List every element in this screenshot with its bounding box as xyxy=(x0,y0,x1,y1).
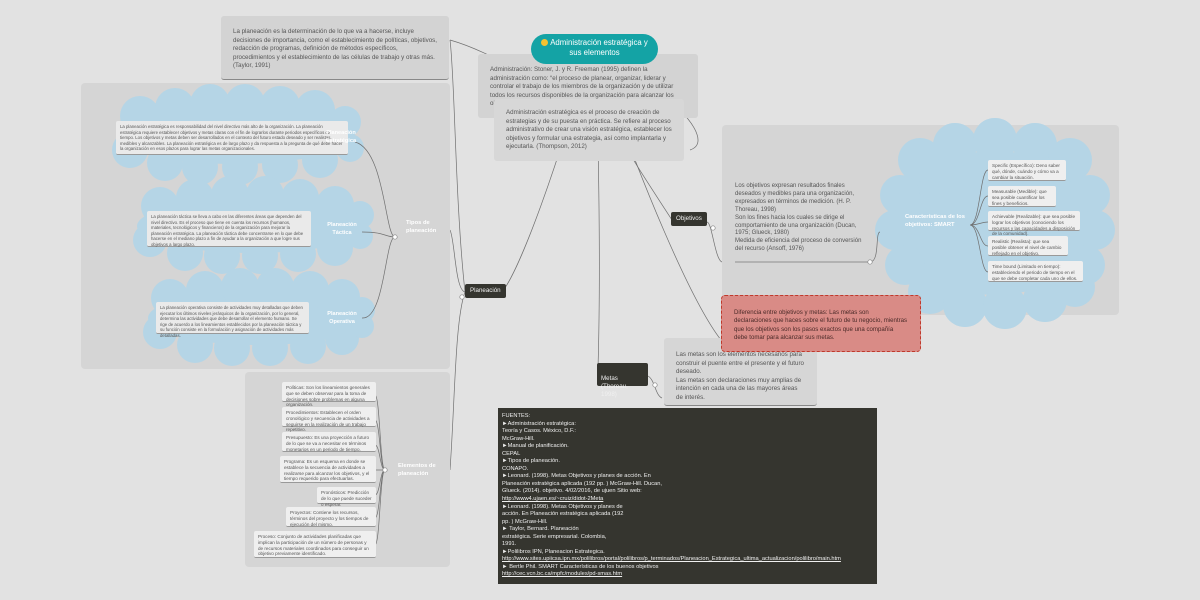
metas-node[interactable]: Metas (Thoreau, 1998) xyxy=(597,363,648,398)
central-topic[interactable]: Administración estratégica y sus element… xyxy=(531,34,658,64)
objetivos-label: Objetivos xyxy=(676,215,702,222)
elemento-programa-text: Programa: Es un esquema en donde se esta… xyxy=(284,459,370,482)
administracion-estrategica-text: Administración estratégica es el proceso… xyxy=(506,109,672,151)
planeacion-node[interactable]: Planeación xyxy=(465,284,506,298)
metas-description-text: Las metas son los elementos necesarios p… xyxy=(676,351,804,401)
metas-label: Metas (Thoreau, 1998) xyxy=(601,375,628,398)
planeacion-label: Planeación xyxy=(470,287,501,294)
elemento-politicas-text: Políticas: Son los lineamientos generale… xyxy=(286,385,370,408)
elemento-proceso-text: Proceso: Conjunto de actividades planifi… xyxy=(258,534,369,557)
administracion-estrategica-note[interactable]: Administración estratégica es el proceso… xyxy=(494,99,684,161)
elemento-procedimientos[interactable]: Procedimientos: Establecen el orden cron… xyxy=(282,407,376,432)
fuentes-text-2: ►Leonard. (1998). Metas Objetivos y plan… xyxy=(502,503,624,555)
diferencia-objetivos-metas-box[interactable]: Diferencia entre objetivos y metas: Las … xyxy=(721,295,921,352)
smart-measurable[interactable]: Measurable (Medible): que sea posible cu… xyxy=(988,186,1056,207)
fuentes-text: FUENTES: ►Administración estratégica: Te… xyxy=(502,413,662,495)
smart-specific[interactable]: Specific (Específico): Deno saber qué, d… xyxy=(988,160,1066,181)
objetivos-node[interactable]: Objetivos xyxy=(671,212,707,226)
lightbulb-icon xyxy=(541,39,549,46)
tactica-description[interactable]: La planeación táctica se lleva a cabo en… xyxy=(147,211,311,247)
central-topic-title: Administración estratégica y sus element… xyxy=(550,38,648,57)
planeacion-definition-note[interactable]: La planeación es la determinación de lo … xyxy=(221,16,449,80)
diferencia-text: Diferencia entre objetivos y metas: Las … xyxy=(734,309,908,342)
elemento-proyectos-text: Proyectos: Contiene los recursos, términ… xyxy=(290,510,369,527)
fuentes-link-polilibros[interactable]: http://www.sites.upiicsa.ipn.mx/polilibr… xyxy=(502,556,841,563)
fuentes-link-cec[interactable]: http://cec.vcn.bc.ca/mpfc/modules/pd-sma… xyxy=(502,571,623,578)
estrategica-label[interactable]: Planeación Estratégica xyxy=(325,130,357,144)
smart-achievable[interactable]: Achievable (Realizable): que sea posible… xyxy=(988,211,1080,236)
fuentes-text-3: ► Bertle Phil. SMART Características de … xyxy=(502,563,659,570)
estrategica-description[interactable]: La planeación estratégica es responsabil… xyxy=(116,121,348,155)
smart-realistic[interactable]: Realistic (Realista): que sea posible ob… xyxy=(988,236,1068,256)
tipos-planeacion-label[interactable]: Tipos de planeación xyxy=(406,220,437,234)
operativa-label[interactable]: Planeación Operativa xyxy=(327,311,357,325)
elemento-proyectos[interactable]: Proyectos: Contiene los recursos, términ… xyxy=(286,507,376,527)
elemento-programa[interactable]: Programa: Es un esquema en donde se esta… xyxy=(280,456,376,483)
smart-realistic-text: Realistic (Realista): que sea posible ob… xyxy=(992,239,1062,256)
elemento-pronosticos-text: Pronósticos: Predicción de lo que puede … xyxy=(321,490,372,507)
smart-label[interactable]: Características de los objetivos: SMART xyxy=(905,214,965,228)
elemento-procedimientos-text: Procedimientos: Establecen el orden cron… xyxy=(286,410,370,433)
fuentes-box[interactable]: FUENTES: ►Administración estratégica: Te… xyxy=(498,408,877,584)
operativa-text: La planeación operativa consiste de acti… xyxy=(160,305,303,338)
smart-time-bound[interactable]: Time bound (Limitado en tiempo): estable… xyxy=(988,261,1083,282)
smart-time-bound-text: Time bound (Limitado en tiempo): estable… xyxy=(992,264,1078,281)
tactica-label[interactable]: Planeación Táctica xyxy=(327,222,357,236)
smart-achievable-text: Achievable (Realizable): que sea posible… xyxy=(992,214,1076,237)
smart-specific-text: Specific (Específico): Deno saber qué, d… xyxy=(992,163,1060,180)
elementos-planeacion-label[interactable]: Elementos de planeación xyxy=(398,463,436,477)
fuentes-link-ujaen[interactable]: http://www4.ujaen.es/~cruiz/didot-2Meta xyxy=(502,496,604,503)
elemento-proceso[interactable]: Proceso: Conjunto de actividades planifi… xyxy=(254,531,376,558)
elemento-politicas[interactable]: Políticas: Son los lineamientos generale… xyxy=(282,382,376,407)
operativa-description[interactable]: La planeación operativa consiste de acti… xyxy=(156,302,309,338)
objetivos-description[interactable]: Los objetivos expresan resultados finale… xyxy=(735,183,862,253)
elemento-presupuesto[interactable]: Presupuesto: Es una proyección a futuro … xyxy=(282,432,376,452)
planeacion-definition-text: La planeación es la determinación de lo … xyxy=(233,28,437,70)
tactica-text: La planeación táctica se lleva a cabo en… xyxy=(151,214,304,247)
smart-measurable-text: Measurable (Medible): que sea posible cu… xyxy=(992,189,1047,206)
estrategica-text: La planeación estratégica es responsabil… xyxy=(120,124,343,152)
elemento-presupuesto-text: Presupuesto: Es una proyección a futuro … xyxy=(286,435,369,452)
elemento-pronosticos[interactable]: Pronósticos: Predicción de lo que puede … xyxy=(317,487,376,507)
